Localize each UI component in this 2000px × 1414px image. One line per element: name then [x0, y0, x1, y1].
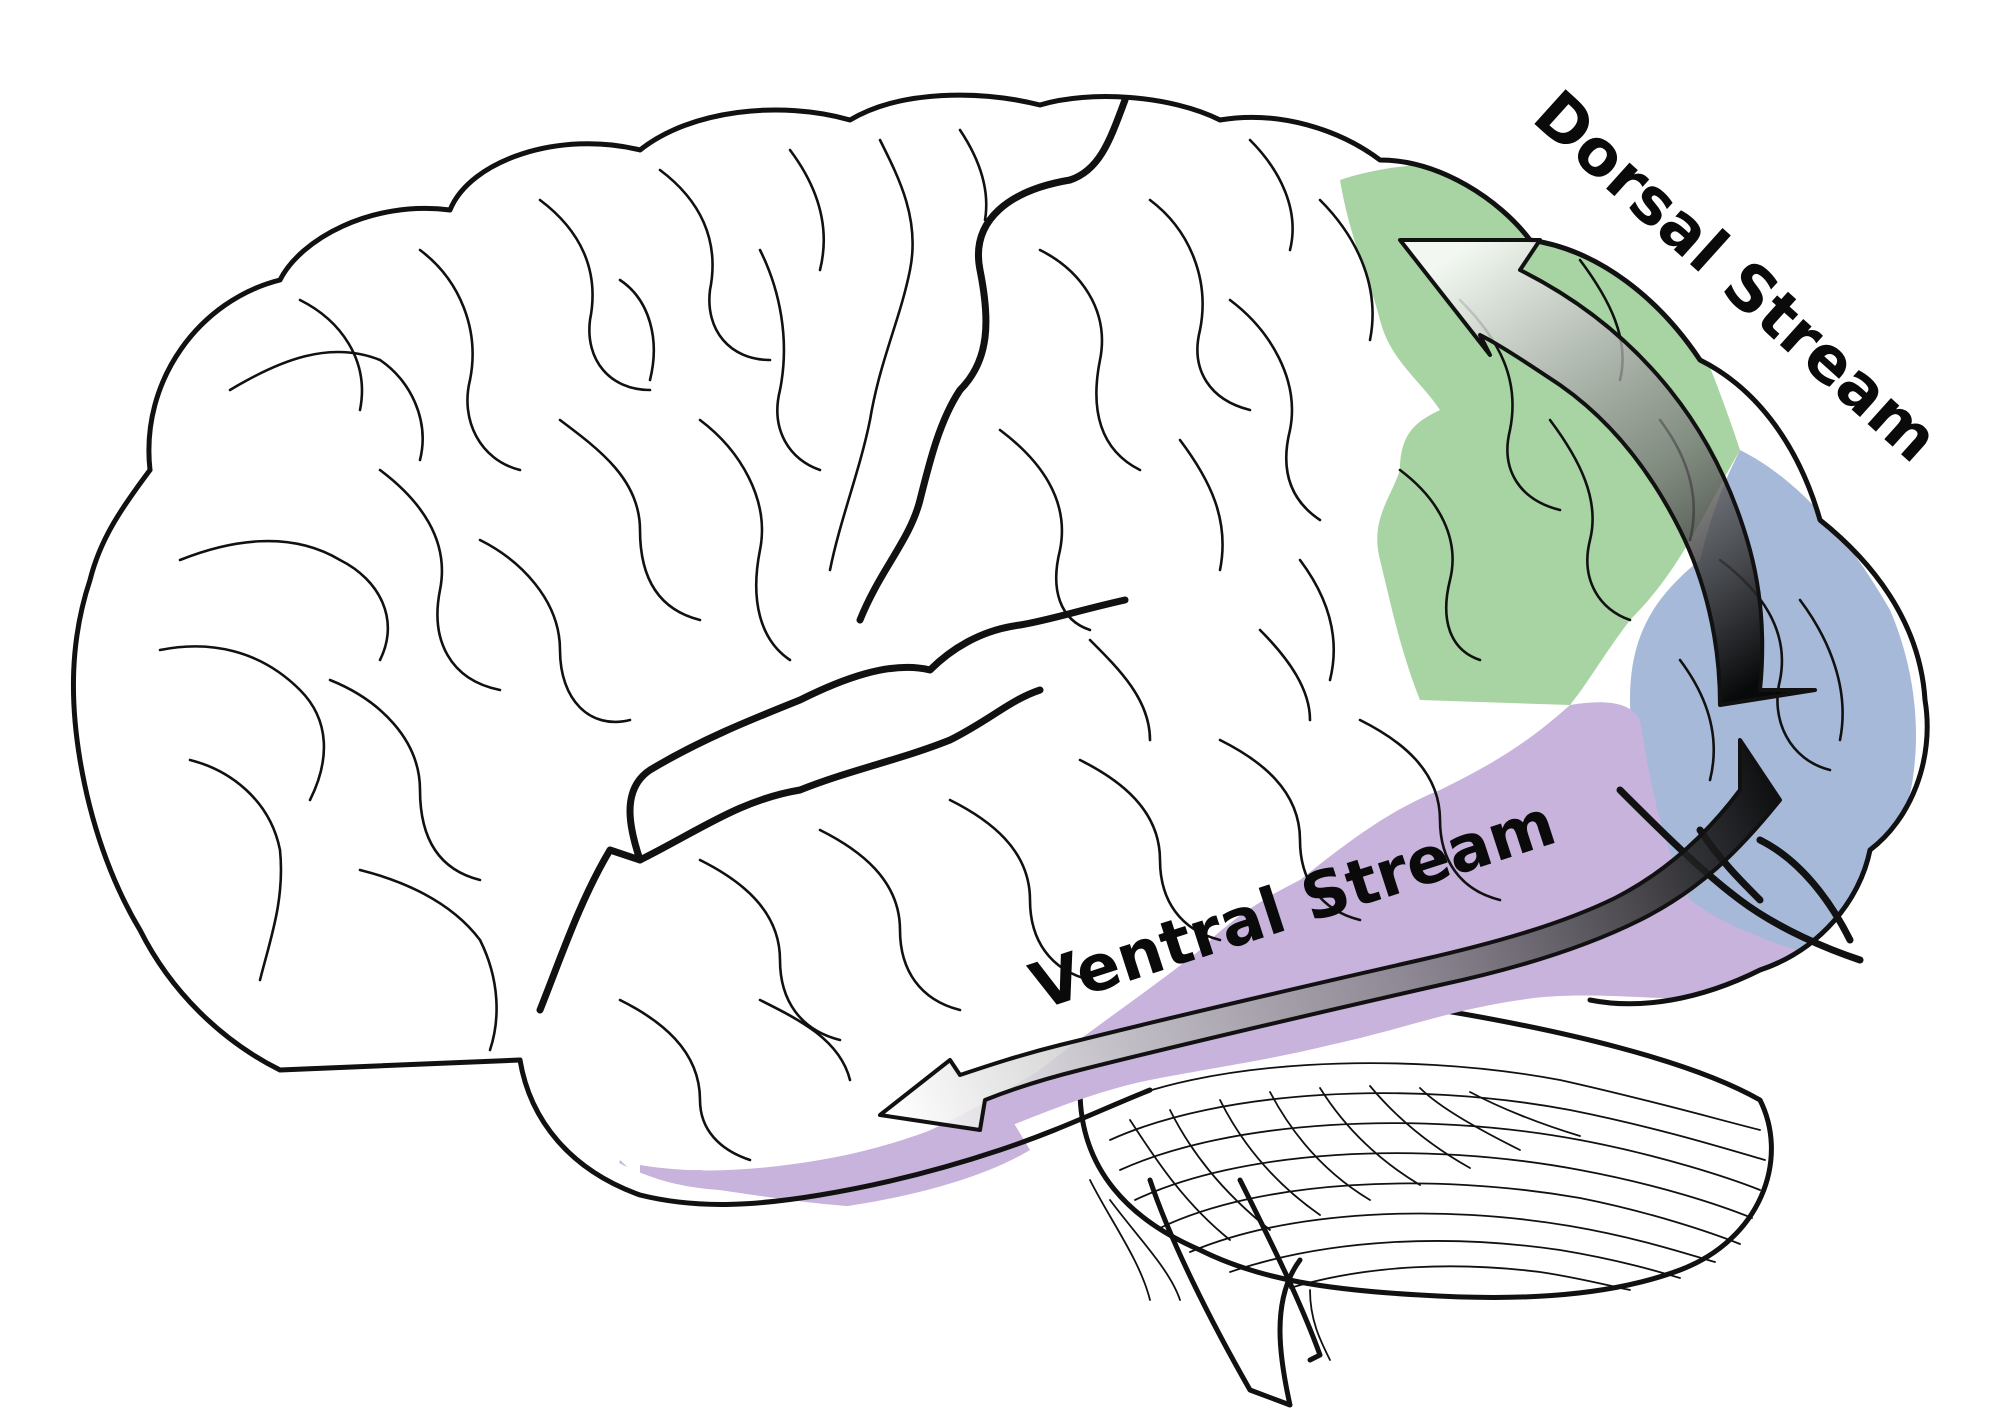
lateral-sulcus: [536, 596, 1129, 1014]
gyri-sulci: [158, 128, 1844, 1162]
central-sulcus: [856, 96, 1129, 624]
ventral-region: [600, 702, 1850, 1215]
brainstem: [1147, 1177, 1331, 1408]
cerebellum-folia: [1089, 1062, 1766, 1301]
ventral-stream-arrow: [878, 738, 1782, 1132]
dorsal-stream-arrow: [1398, 238, 1817, 707]
cerebrum: [70, 92, 1930, 1207]
temporal-upper-boundary: [636, 686, 1044, 864]
dorsal-region: [1340, 164, 1740, 705]
